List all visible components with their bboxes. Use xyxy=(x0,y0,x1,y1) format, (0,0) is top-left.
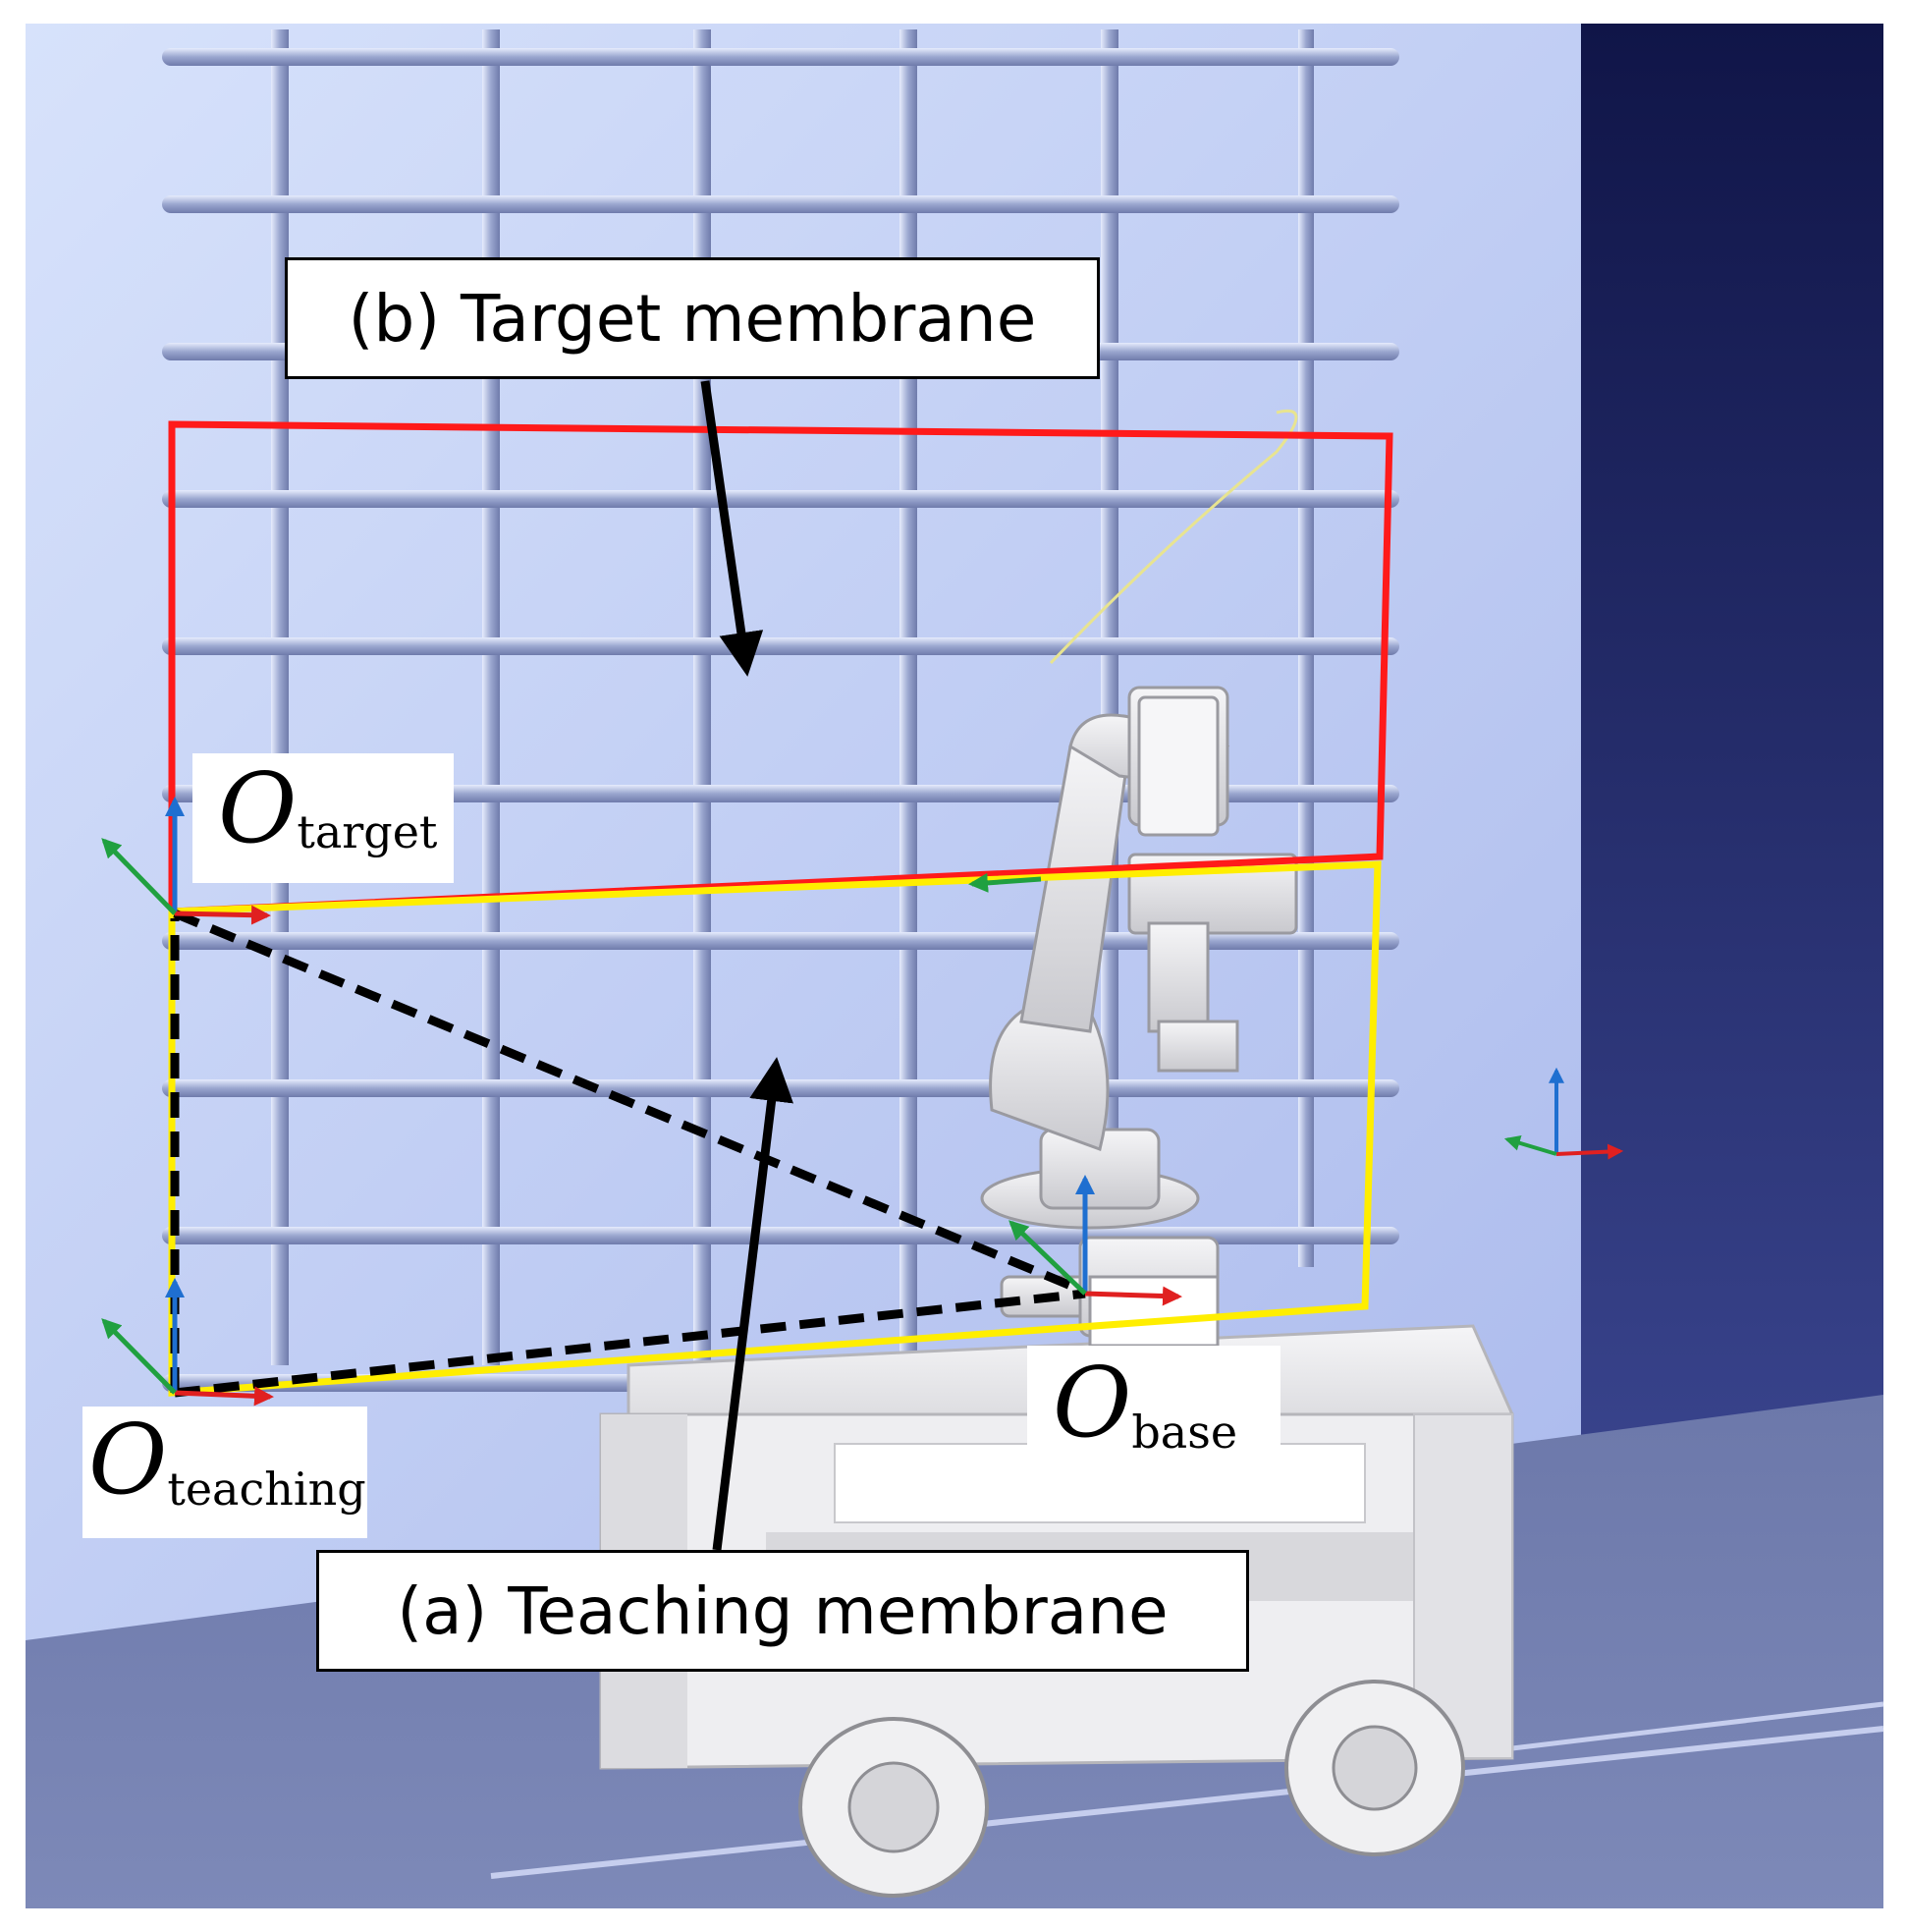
grid-bar-vertical xyxy=(693,29,711,1365)
o-teaching-subscript: teaching xyxy=(167,1463,366,1516)
robot-arm-icon xyxy=(980,686,1298,1348)
o-base-symbol: O xyxy=(1053,1348,1132,1460)
grid-bar-horizontal xyxy=(162,195,1399,213)
target-membrane-outline xyxy=(168,420,1393,915)
grid-bar-horizontal xyxy=(162,1079,1399,1097)
coordinate-frame-icon-teaching xyxy=(101,1278,274,1407)
o-target-subscript: target xyxy=(297,805,438,858)
grid-bar-horizontal xyxy=(162,48,1399,66)
grid-bar-vertical xyxy=(899,29,917,1365)
mecanum-wheel-icon xyxy=(798,1680,1465,1898)
coordinate-frame-icon-base xyxy=(1008,1175,1182,1306)
o-teaching-label: Oteaching xyxy=(82,1407,367,1538)
grid-bar-horizontal xyxy=(162,932,1399,950)
coordinate-frame-icon-world xyxy=(1503,1067,1624,1160)
cable xyxy=(1049,409,1298,665)
grid-bar-vertical xyxy=(271,29,289,1365)
grid-bar-horizontal xyxy=(162,637,1399,655)
teaching-membrane-arrow xyxy=(712,1057,793,1551)
floor-line xyxy=(490,1726,1884,1879)
coordinate-frame-icon-target xyxy=(101,797,271,925)
o-base-subscript: base xyxy=(1131,1406,1238,1459)
grid-bar-vertical xyxy=(482,29,500,1365)
dashed-link-target-base xyxy=(173,909,1087,1297)
target-membrane-arrow xyxy=(700,380,764,677)
grid-bar-vertical xyxy=(1101,29,1118,1365)
coordinate-frame-icon-end-effector xyxy=(968,872,1042,893)
o-target-symbol: O xyxy=(218,753,298,865)
teaching-membrane-label: (a) Teaching membrane xyxy=(316,1550,1249,1672)
o-base-label: Obase xyxy=(1027,1346,1280,1477)
o-teaching-symbol: O xyxy=(88,1405,168,1517)
o-target-label: Otarget xyxy=(192,753,454,883)
floor-line-2 xyxy=(1511,1701,1884,1751)
grid-bar-horizontal xyxy=(162,490,1399,508)
dark-side-panel xyxy=(1581,24,1883,1552)
target-membrane-label: (b) Target membrane xyxy=(285,257,1100,379)
dashed-link-teaching-base xyxy=(174,1289,1086,1398)
